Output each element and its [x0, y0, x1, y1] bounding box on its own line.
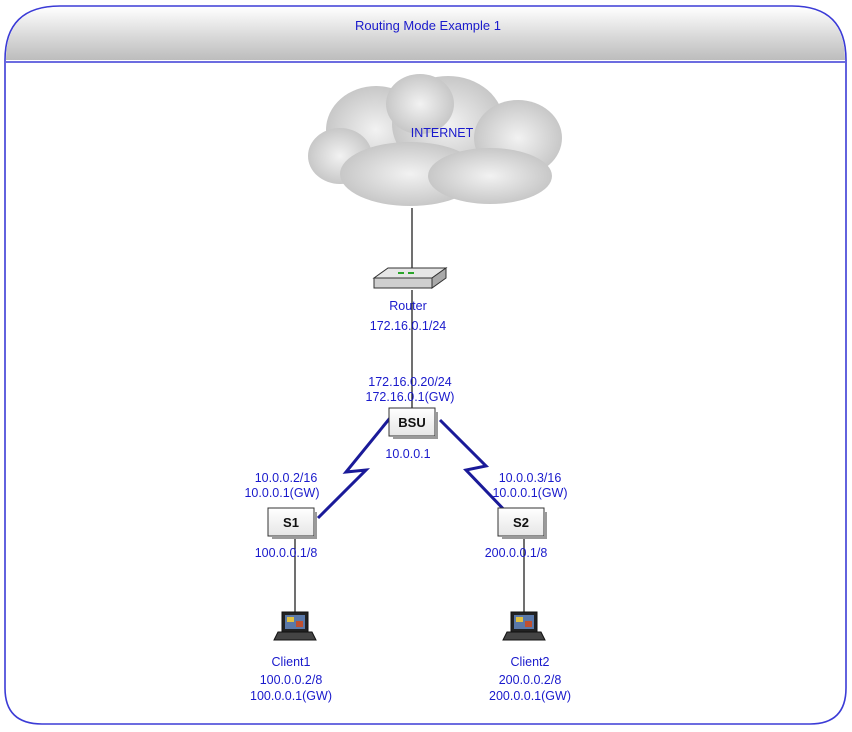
- diagram-title: Routing Mode Example 1: [355, 18, 501, 33]
- s1-wireless-gw: 10.0.0.1(GW): [244, 486, 319, 500]
- client2-ip: 200.0.0.2/8: [499, 673, 562, 687]
- client2-gw: 200.0.0.1(GW): [489, 689, 571, 703]
- router-name: Router: [389, 299, 427, 313]
- client1-ip: 100.0.0.2/8: [260, 673, 323, 687]
- client1-name: Client1: [272, 655, 311, 669]
- s2-lan-ip: 200.0.0.1/8: [485, 546, 548, 560]
- bsu-wireless-ip: 10.0.0.1: [385, 447, 430, 461]
- s1-lan-ip: 100.0.0.1/8: [255, 546, 318, 560]
- s2-device: [497, 507, 547, 539]
- s2-name: S2: [513, 515, 529, 530]
- bsu-name: BSU: [398, 415, 425, 430]
- bsu-s1-wireless-link: [316, 417, 392, 520]
- client2-laptop-icon: [502, 611, 546, 641]
- diagram-frame: [4, 5, 847, 725]
- client1-gw: 100.0.0.1(GW): [250, 689, 332, 703]
- internet-label: INTERNET: [411, 126, 474, 140]
- s2-wireless-gw: 10.0.0.1(GW): [492, 486, 567, 500]
- s1-device: [267, 507, 317, 539]
- s2-wireless-ip: 10.0.0.3/16: [499, 471, 562, 485]
- bsu-upstream-ip: 172.16.0.20/24: [368, 375, 451, 389]
- s1-name: S1: [283, 515, 299, 530]
- wireless-links: [316, 417, 514, 520]
- bsu-s2-wireless-link: [438, 418, 514, 520]
- internet-cloud-icon: [308, 74, 562, 206]
- bsu-upstream-gw: 172.16.0.1(GW): [366, 390, 455, 404]
- s1-wireless-ip: 10.0.0.2/16: [255, 471, 318, 485]
- router-icon: [372, 267, 448, 289]
- client1-laptop-icon: [273, 611, 317, 641]
- bsu-device: [388, 407, 438, 439]
- client2-name: Client2: [511, 655, 550, 669]
- router-ip: 172.16.0.1/24: [370, 319, 447, 333]
